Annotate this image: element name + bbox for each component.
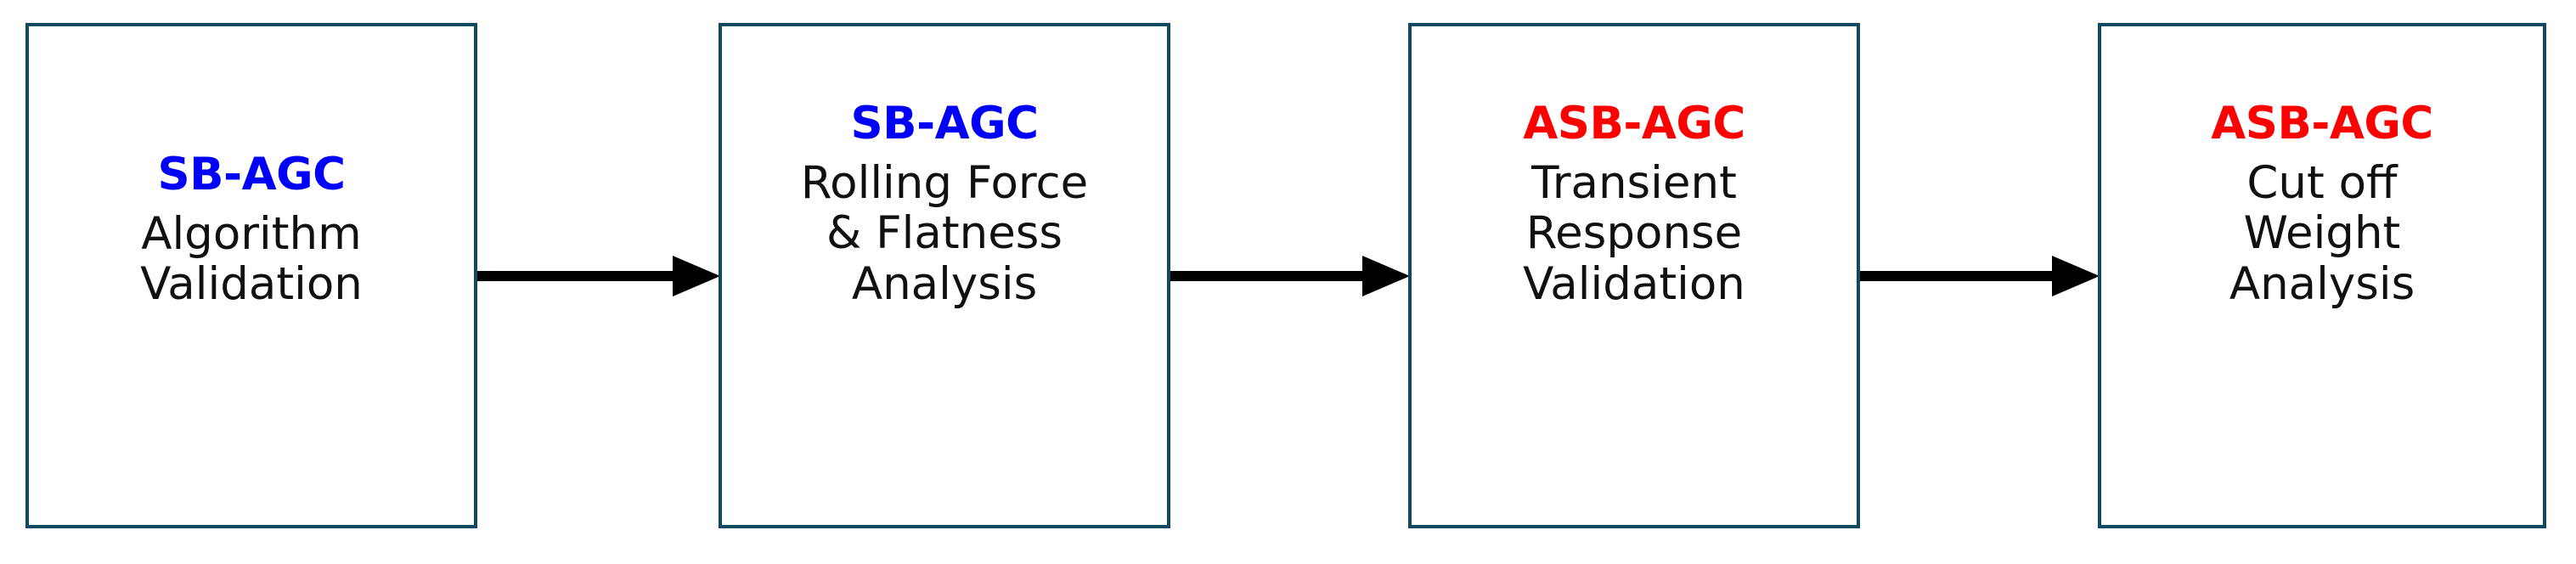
process-node-4[interactable]: ASB-AGC Cut off Weight Analysis [2098, 23, 2546, 528]
node-4-line-1: Cut off [2246, 157, 2398, 209]
arrow-node3-to-node4 [1860, 251, 2100, 302]
node-3-title: ASB-AGC [1523, 98, 1745, 149]
node-3-line-3: Validation [1523, 257, 1745, 310]
process-node-2[interactable]: SB-AGC Rolling Force & Flatness Analysis [719, 23, 1170, 528]
node-4-title: ASB-AGC [2211, 98, 2433, 149]
node-1-title: SB-AGC [157, 149, 346, 200]
node-3-line-2: Response [1525, 207, 1743, 260]
arrow-node1-to-node2 [477, 251, 720, 302]
node-2-line-1: Rolling Force [800, 157, 1089, 209]
node-2-line-3: Analysis [851, 257, 1038, 310]
node-2-title: SB-AGC [850, 98, 1039, 149]
node-3-content: ASB-AGC Transient Response Validation [1412, 26, 1857, 309]
node-1-line-2: Validation [140, 258, 363, 311]
node-2-content: SB-AGC Rolling Force & Flatness Analysis [722, 26, 1167, 309]
node-4-content: ASB-AGC Cut off Weight Analysis [2101, 26, 2543, 309]
process-node-3[interactable]: ASB-AGC Transient Response Validation [1408, 23, 1860, 528]
node-4-line-2: Weight [2243, 207, 2401, 260]
process-node-1[interactable]: SB-AGC Algorithm Validation [25, 23, 477, 528]
node-4-line-3: Analysis [2229, 257, 2415, 310]
arrow-node2-to-node3 [1170, 251, 1410, 302]
node-3-line-1: Transient [1531, 157, 1737, 209]
node-2-line-2: & Flatness [826, 207, 1063, 260]
node-1-line-1: Algorithm [141, 208, 362, 260]
node-1-content: SB-AGC Algorithm Validation [29, 26, 474, 310]
